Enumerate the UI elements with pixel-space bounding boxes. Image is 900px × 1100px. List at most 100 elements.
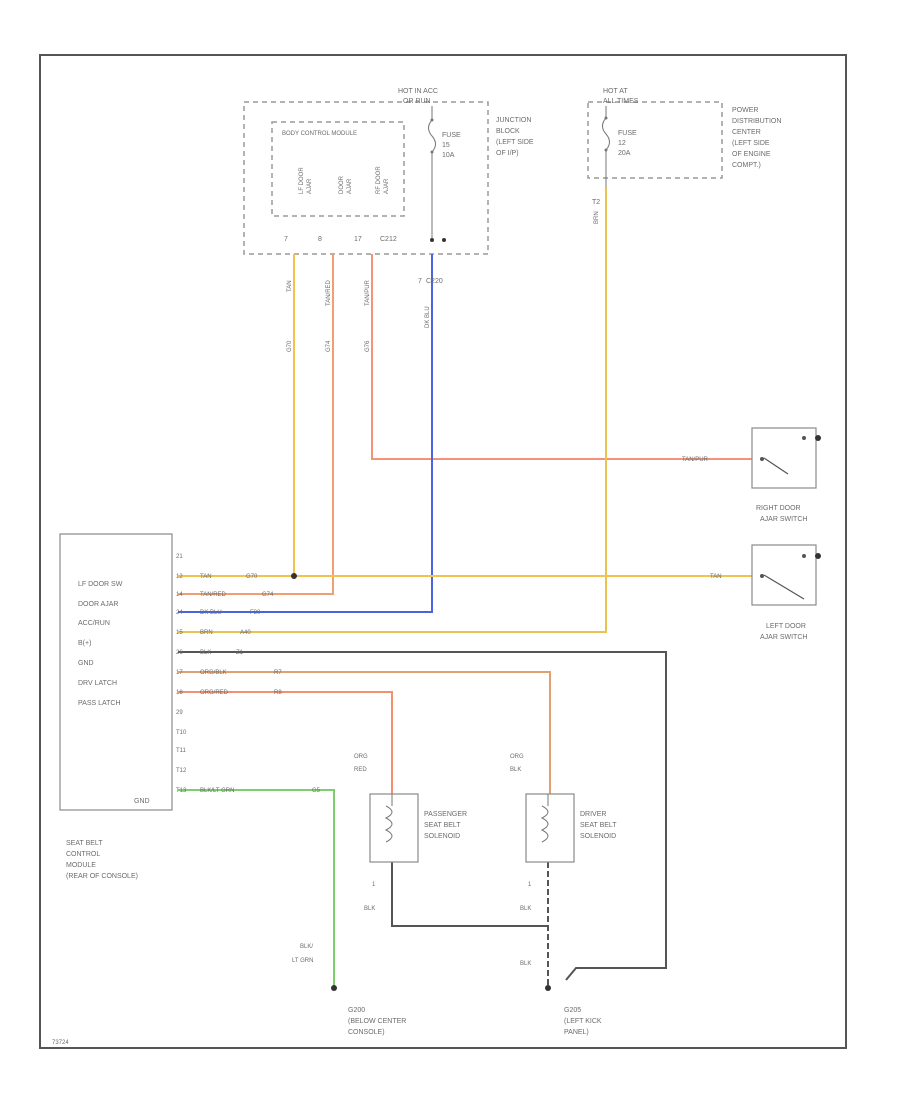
seat-belt-control-module: LF DOOR SW DOOR AJAR ACC/RUN B(+) GND DR…	[59, 533, 173, 811]
wire-brown	[178, 188, 607, 633]
sbm-pin-15: 15	[176, 630, 183, 636]
g200-wire-1: BLK/	[300, 944, 313, 950]
sbm-name-3: MODULE	[66, 862, 96, 869]
sbm-label-acc-run: ACC/RUN	[78, 620, 110, 627]
pdc-hot-label-2: ALL TIMES	[603, 98, 639, 105]
svg-text:LF DOOR: LF DOOR	[299, 167, 305, 194]
sbm-pin-t10: T10	[176, 730, 187, 736]
label-g70-vertical: G70	[287, 340, 293, 352]
wire-black-gnd	[178, 651, 667, 981]
row-blk-lt-grn-code: G5	[312, 788, 321, 794]
row-tan-red-code: G74	[262, 592, 274, 598]
row-blk-code: Z1	[236, 650, 244, 656]
label-tan-vertical: TAN	[287, 280, 293, 292]
right-switch-name-1: RIGHT DOOR	[756, 505, 801, 512]
wire-dk-blue	[178, 254, 433, 613]
right-door-ajar-switch: TAN/PUR RIGHT DOOR AJAR SWITCH	[682, 427, 821, 523]
sbm-pin-t13: T13	[176, 788, 187, 794]
sbm-pin-21: 21	[176, 554, 183, 560]
pdc-name-1: POWER	[732, 107, 758, 114]
fuse-15-rating: 10A	[442, 152, 455, 159]
sbm-label-b-plus: B(+)	[78, 640, 91, 647]
passenger-wire-2: RED	[354, 767, 367, 773]
svg-text:AJAR: AJAR	[347, 178, 353, 194]
junction-name-4: OF I/P)	[496, 150, 519, 157]
pdc-hot-label: HOT AT	[603, 88, 628, 95]
left-switch-wire-label: TAN	[710, 574, 722, 580]
left-door-ajar-switch: TAN LEFT DOOR AJAR SWITCH	[710, 544, 821, 641]
wire-blk-lt-grn	[178, 789, 335, 988]
row-brn-color: BRN	[200, 630, 213, 636]
bcm-connector-c212: C212	[380, 236, 397, 243]
wire-org-blk	[178, 671, 551, 794]
label-tan-red-vertical: TAN/RED	[326, 279, 332, 306]
right-switch-ground-dot	[815, 435, 821, 441]
row-org-blk-code: R7	[274, 670, 282, 676]
row-org-red-code: R8	[274, 690, 282, 696]
driver-wire-1: ORG	[510, 754, 524, 760]
driver-name-1: DRIVER	[580, 811, 606, 818]
driver-name-3: SOLENOID	[580, 833, 616, 840]
sbm-pin-29: 29	[176, 710, 183, 716]
sbm-pin-24: 24	[176, 610, 183, 616]
passenger-ground-wire: BLK	[364, 906, 375, 912]
junction-name-3: (LEFT SIDE	[496, 139, 534, 146]
sbm-pin-26: 26	[176, 650, 183, 656]
figure-id: 73724	[52, 1040, 69, 1046]
row-tan-red-color: TAN/RED	[200, 592, 227, 598]
sbm-pin-14: 14	[176, 592, 183, 598]
svg-text:DOOR: DOOR	[339, 175, 345, 194]
ground-g205: BLK G205 (LEFT KICK PANEL)	[520, 961, 602, 1036]
passenger-name-1: PASSENGER	[424, 811, 467, 818]
pdc-name-3: CENTER	[732, 129, 761, 136]
row-org-red-color: ORG/RED	[200, 690, 229, 696]
label-dk-blu-vertical: DK BLU	[425, 306, 431, 328]
bcm-pin-8: 8	[318, 236, 322, 243]
pdc-wire-label: BRN	[594, 211, 600, 224]
g205-name-2: (LEFT KICK	[564, 1018, 602, 1025]
row-blk-lt-grn-color: BLK/LT GRN	[200, 788, 234, 794]
junction-hot-label: HOT IN ACC	[398, 88, 438, 95]
left-switch-ground-dot	[815, 553, 821, 559]
sbm-pin-t12: T12	[176, 768, 187, 774]
driver-ground-wire: BLK	[520, 906, 531, 912]
right-switch-wire-label: TAN/PUR	[682, 457, 709, 463]
splice-tan	[291, 573, 297, 579]
pdc-name-4: (LEFT SIDE	[732, 140, 770, 147]
junction-name-1: JUNCTION	[496, 117, 531, 124]
driver-wire-2: BLK	[510, 767, 521, 773]
label-g74-vertical: G74	[326, 340, 332, 352]
wire-tan-pur	[371, 254, 760, 460]
sbm-pin-t11: T11	[176, 748, 187, 754]
bcm-input-rf-door: RF DOOR AJAR	[376, 166, 390, 194]
passenger-name-2: SEAT BELT	[424, 822, 461, 829]
svg-text:AJAR: AJAR	[307, 178, 313, 194]
left-switch-name-1: LEFT DOOR	[766, 623, 806, 630]
connector-c220-pin: 7	[418, 278, 422, 285]
right-switch-name-2: AJAR SWITCH	[760, 516, 807, 523]
sbm-label-door-ajar: DOOR AJAR	[78, 601, 118, 608]
sbm-name-2: CONTROL	[66, 851, 100, 858]
bcm-pin-7: 7	[284, 236, 288, 243]
fuse-12-label: FUSE	[618, 130, 637, 137]
sbm-name-4: (REAR OF CONSOLE)	[66, 873, 138, 880]
power-distribution-center: HOT AT ALL TIMES FUSE 12 20A POWER DISTR…	[587, 88, 781, 179]
left-switch-name-2: AJAR SWITCH	[760, 634, 807, 641]
g205-wire: BLK	[520, 961, 531, 967]
junction-hot-label-2: OR RUN	[403, 98, 431, 105]
g200-wire-2: LT GRN	[292, 958, 313, 964]
g205-name-1: G205	[564, 1007, 581, 1014]
sbm-name-1: SEAT BELT	[66, 840, 103, 847]
junction-block: HOT IN ACC OR RUN FUSE 15 10A JUNCTION B…	[243, 88, 534, 255]
passenger-pin: 1	[372, 882, 376, 888]
fuse-15-label: FUSE	[442, 132, 461, 139]
fuse-12: FUSE 12 20A	[602, 106, 637, 157]
bcm-title: BODY CONTROL MODULE	[282, 131, 357, 137]
pdc-name-5: OF ENGINE	[732, 151, 771, 158]
svg-text:AJAR: AJAR	[384, 178, 390, 194]
row-dk-blu-color: DK BLU	[200, 610, 222, 616]
row-tan-color: TAN	[200, 574, 212, 580]
row-dk-blu-code: F30	[250, 610, 261, 616]
sbm-label-lf-door-sw: LF DOOR SW	[78, 581, 123, 588]
sbm-pin-18: 18	[176, 690, 183, 696]
